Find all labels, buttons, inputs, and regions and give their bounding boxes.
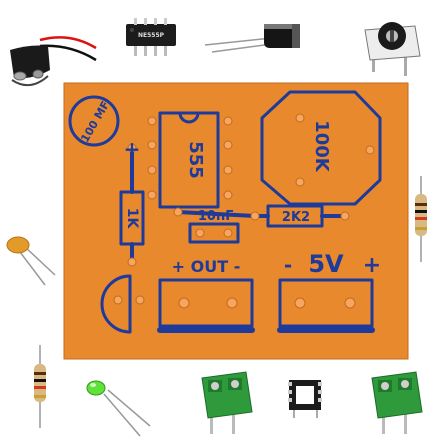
ic-chip-icon: NE555P: [126, 18, 176, 56]
led-icon: [86, 380, 151, 437]
resistor-2k2-label: 2K2: [282, 210, 310, 225]
supply-minus-label: -: [284, 253, 292, 277]
solder-pads: [113, 113, 375, 309]
supply-plus-label: +: [363, 253, 381, 278]
pot-label: 100K: [311, 120, 332, 173]
capacitor-icon: [204, 24, 300, 53]
ic-marking: NE555P: [138, 32, 165, 39]
terminal-block-icon: [201, 371, 253, 434]
resistor-icon: [415, 176, 427, 262]
potentiometer-icon: [364, 22, 421, 76]
resistor-1k-label: 1K: [124, 208, 140, 230]
battery-clip-icon: [10, 36, 97, 87]
plus-label: +: [124, 137, 141, 161]
pcb-board: 100 MF + 555 100K 1K 10nF 2K2 + OUT - - …: [63, 82, 409, 360]
cap-10nf-label: 10nF: [198, 209, 234, 224]
terminal-block-icon: [371, 371, 423, 434]
ceramic-cap-icon: [6, 236, 56, 286]
pcb-substrate: [64, 83, 408, 359]
resistor-icon: [34, 345, 46, 428]
socket-icon: [288, 380, 322, 418]
supply-5v-label: 5V: [308, 250, 344, 278]
out-label: + OUT -: [172, 257, 241, 276]
ic-label: 555: [185, 141, 206, 179]
